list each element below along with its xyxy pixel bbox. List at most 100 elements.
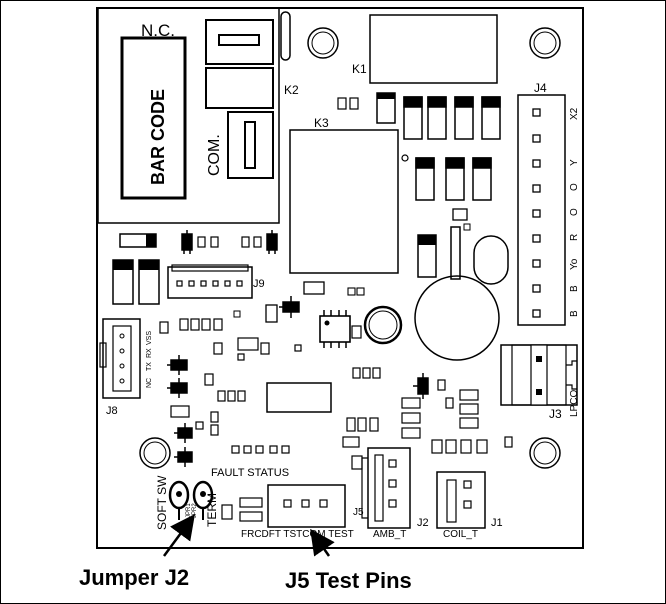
transistor	[174, 423, 193, 443]
j4-pin-b1: B	[569, 285, 580, 292]
connector-j1-label: J1	[491, 517, 503, 529]
terminal-slot	[244, 121, 256, 169]
j3-pin	[536, 356, 542, 362]
j8-pin-nc: NC	[146, 378, 153, 388]
connector-j9	[167, 266, 253, 299]
amb-t-label: AMB_T	[373, 529, 406, 540]
resistor-long	[450, 226, 461, 280]
jpr1-label: JPR1	[186, 503, 192, 518]
mounting-hole	[307, 27, 339, 59]
resistor	[265, 304, 278, 323]
j4-pin-o2: O	[569, 208, 580, 216]
ic-pin1-marker	[324, 320, 330, 326]
j1-pin	[463, 500, 472, 509]
transistor	[174, 447, 193, 467]
j4-pin-r: R	[569, 234, 580, 241]
fault-status-label: FAULT STATUS	[211, 467, 289, 479]
resistor	[197, 236, 206, 248]
connector-j8	[102, 318, 141, 399]
j3-pin	[536, 389, 542, 395]
relay-nc-terminal	[205, 19, 274, 65]
j4-pin-pads	[532, 108, 541, 318]
connector-j8-body	[112, 325, 132, 392]
connector-j1-body	[446, 479, 457, 523]
jpr2-label: JPR2	[192, 503, 198, 518]
transistor	[279, 296, 300, 318]
ic-chip	[319, 315, 351, 343]
connector-j2-body	[374, 454, 384, 522]
crystal	[473, 235, 509, 285]
j5-pins-label: FRCDFT TSTCOM TEST	[241, 529, 354, 540]
transistor	[413, 373, 429, 399]
relay-k3-label: K3	[314, 116, 329, 130]
capsule-component	[280, 11, 291, 61]
pad	[347, 287, 356, 296]
transistor	[167, 355, 188, 375]
resistor-row	[221, 379, 513, 522]
com-label: COM.	[206, 134, 223, 176]
mounting-hole	[529, 27, 561, 59]
connector-j2	[367, 447, 411, 529]
mounting-hole	[139, 437, 171, 469]
terminal-slot	[218, 34, 260, 46]
capacitor-band	[113, 260, 133, 270]
j4-pin-b2: B	[569, 310, 580, 317]
pad	[463, 223, 471, 231]
j9-pin-pads	[176, 280, 243, 287]
large-capacitor	[414, 275, 500, 361]
resistor	[349, 97, 359, 110]
circuit-board-outline	[96, 7, 584, 549]
mounting-hole	[529, 437, 561, 469]
j5-test-pins-callout: J5 Test Pins	[285, 568, 412, 593]
j2-pin	[388, 459, 397, 468]
connector-j2-latch	[361, 457, 368, 519]
capacitor-band	[418, 235, 436, 245]
mounting-hole-inner	[533, 441, 557, 465]
jumper-j2-callout: Jumper J2	[79, 565, 190, 590]
relay-k1-label: K1	[352, 62, 367, 76]
barcode-box	[120, 36, 187, 200]
j5-pin	[283, 499, 292, 508]
connector-j9-latch	[171, 264, 249, 272]
connector-j5	[267, 484, 346, 528]
relay-k2-label: K2	[284, 83, 299, 97]
diode-band	[146, 234, 156, 247]
j4-pin-x2: X2	[569, 107, 580, 120]
term-label: TERM	[205, 493, 219, 527]
pad	[233, 310, 241, 318]
resistor-row	[170, 367, 381, 454]
connector-j4-label: J4	[534, 81, 547, 95]
test-pins-callout-arrow	[310, 528, 335, 557]
j2-pin	[388, 499, 397, 508]
connector-j3-label: J3	[549, 407, 562, 421]
mounting-hole-inner	[533, 31, 557, 55]
soft-sw-label: SOFT SW	[155, 475, 169, 530]
transistor	[181, 230, 193, 254]
jumper-callout-arrow	[162, 513, 195, 557]
mounting-hole-inner	[143, 441, 167, 465]
j5-pin	[301, 499, 310, 508]
j2-pin	[388, 479, 397, 488]
inductor-block	[266, 382, 332, 413]
transistor	[266, 230, 278, 254]
j4-pin-o1: O	[569, 183, 580, 191]
capacitor-band	[139, 260, 159, 270]
coil-t-label: COIL_T	[443, 529, 478, 540]
resistor	[210, 236, 219, 248]
capacitor-row-mid	[415, 157, 492, 201]
connector-j4	[517, 94, 566, 326]
barcode-label: BAR CODE	[148, 89, 168, 185]
connector-j1	[436, 471, 486, 529]
mounting-hole-inner	[311, 31, 335, 55]
resistor	[241, 236, 250, 248]
nc-label: N.C.	[141, 21, 175, 40]
connector-j8-label: J8	[106, 405, 118, 417]
relay-mid-block	[205, 67, 274, 109]
j5-pin	[319, 499, 328, 508]
connector-j3-latch	[566, 360, 577, 390]
resistor	[452, 208, 468, 221]
relay-com-terminal	[227, 111, 274, 179]
transistor	[167, 378, 188, 398]
buzzer	[363, 305, 403, 345]
